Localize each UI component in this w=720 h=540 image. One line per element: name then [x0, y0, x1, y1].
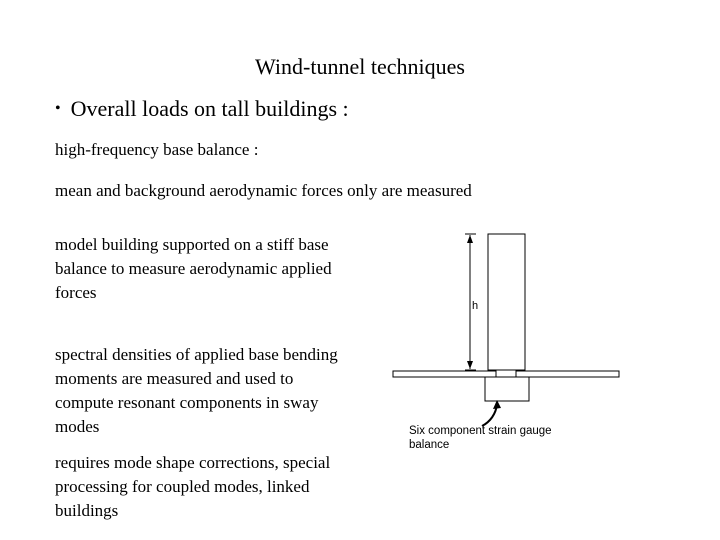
slide-title: Wind-tunnel techniques — [255, 54, 465, 79]
summary-text: mean and background aerodynamic forces o… — [55, 181, 472, 200]
height-arrow-down-icon — [467, 361, 473, 369]
bullet-dot-icon: • — [55, 100, 61, 117]
bullet-item: • Overall loads on tall buildings : — [55, 96, 349, 122]
height-label: h — [472, 300, 478, 312]
balance-caption: Six component strain gauge balance — [409, 425, 552, 451]
bullet-text: Overall loads on tall buildings : — [70, 96, 349, 121]
pointer-arrow-icon — [493, 400, 501, 409]
subheading: high-frequency base balance : — [55, 140, 259, 159]
paragraph-model-building: model building supported on a stiff base… — [55, 235, 332, 302]
strain-gauge-balance — [484, 376, 530, 402]
balance-collar — [495, 369, 517, 378]
height-arrow-up-icon — [467, 235, 473, 243]
paragraph-spectral-densities: spectral densities of applied base bendi… — [55, 345, 338, 436]
building-model — [487, 233, 526, 371]
paragraph-mode-shape: requires mode shape corrections, special… — [55, 453, 331, 520]
